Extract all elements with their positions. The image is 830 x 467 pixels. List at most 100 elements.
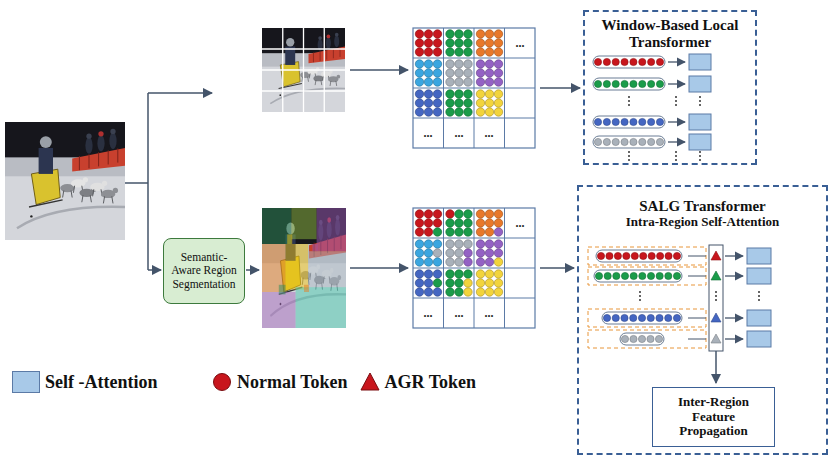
token xyxy=(446,48,454,56)
token xyxy=(433,78,441,86)
token xyxy=(464,39,472,47)
window-partitioned-photo xyxy=(262,28,345,112)
legend-item: Normal Token xyxy=(212,369,348,395)
ellipsis-label: ... xyxy=(455,127,464,139)
token xyxy=(464,279,472,287)
token xyxy=(485,90,493,98)
token xyxy=(433,99,441,107)
token xyxy=(494,78,502,86)
token xyxy=(464,228,472,236)
token xyxy=(494,279,502,287)
flow-arrow xyxy=(125,182,148,184)
token xyxy=(494,60,502,68)
token xyxy=(464,219,472,227)
token xyxy=(476,69,484,77)
token xyxy=(464,90,472,98)
token xyxy=(415,249,423,257)
token xyxy=(424,258,432,266)
token xyxy=(494,39,502,47)
token xyxy=(415,270,423,278)
process-box: Inter-Region Feature Propagation xyxy=(652,387,775,447)
token xyxy=(476,288,484,296)
token xyxy=(446,210,454,218)
token xyxy=(415,60,423,68)
token xyxy=(455,90,463,98)
node-title: Semantic-Aware Region Segmentation xyxy=(167,251,241,291)
token xyxy=(485,258,493,266)
token xyxy=(446,78,454,86)
ellipsis-label: ... xyxy=(485,127,494,139)
token xyxy=(415,288,423,296)
token xyxy=(433,288,441,296)
token xyxy=(446,219,454,227)
ellipsis-label: ... xyxy=(485,307,494,319)
token xyxy=(494,99,502,107)
token xyxy=(476,30,484,38)
token xyxy=(446,99,454,107)
token xyxy=(476,249,484,257)
token xyxy=(424,69,432,77)
token xyxy=(433,219,441,227)
token xyxy=(455,240,463,248)
token xyxy=(455,258,463,266)
token xyxy=(455,210,463,218)
token xyxy=(464,78,472,86)
token xyxy=(476,228,484,236)
token xyxy=(485,270,493,278)
token xyxy=(476,210,484,218)
token xyxy=(485,30,493,38)
token xyxy=(455,78,463,86)
legend-swatch xyxy=(12,371,40,393)
node-title: SALG Transformer xyxy=(583,198,822,215)
token xyxy=(485,99,493,107)
token xyxy=(415,228,423,236)
token xyxy=(494,210,502,218)
token xyxy=(476,108,484,116)
input-photo xyxy=(5,122,125,240)
token xyxy=(415,78,423,86)
segmented-photo xyxy=(262,208,346,328)
token xyxy=(464,210,472,218)
token xyxy=(424,240,432,248)
token xyxy=(494,90,502,98)
token xyxy=(476,270,484,278)
token xyxy=(494,270,502,278)
process-box: Semantic-Aware Region Segmentation xyxy=(163,238,245,304)
token xyxy=(494,30,502,38)
token xyxy=(433,210,441,218)
token xyxy=(455,48,463,56)
token xyxy=(464,99,472,107)
token xyxy=(415,279,423,287)
legend-item: Self -Attention xyxy=(12,369,157,395)
token xyxy=(476,279,484,287)
ellipsis-label: ... xyxy=(516,37,525,49)
token xyxy=(455,270,463,278)
token xyxy=(464,60,472,68)
window-attention-rows xyxy=(593,54,711,161)
token xyxy=(433,90,441,98)
token xyxy=(415,90,423,98)
token xyxy=(485,39,493,47)
token xyxy=(455,99,463,107)
token xyxy=(415,210,423,218)
node-subtitle: Intra-Region Self-Attention xyxy=(583,215,822,230)
token xyxy=(424,39,432,47)
token xyxy=(424,108,432,116)
token xyxy=(424,99,432,107)
token xyxy=(415,219,423,227)
module-panel: Window-Based Local Transformer xyxy=(583,10,757,165)
token xyxy=(476,99,484,107)
token xyxy=(476,90,484,98)
token xyxy=(494,258,502,266)
token xyxy=(446,69,454,77)
token xyxy=(424,249,432,257)
token xyxy=(446,60,454,68)
token xyxy=(424,90,432,98)
token xyxy=(485,69,493,77)
token xyxy=(455,39,463,47)
window-token-grid xyxy=(413,28,535,148)
token xyxy=(494,240,502,248)
token xyxy=(464,108,472,116)
token xyxy=(433,240,441,248)
token xyxy=(446,258,454,266)
